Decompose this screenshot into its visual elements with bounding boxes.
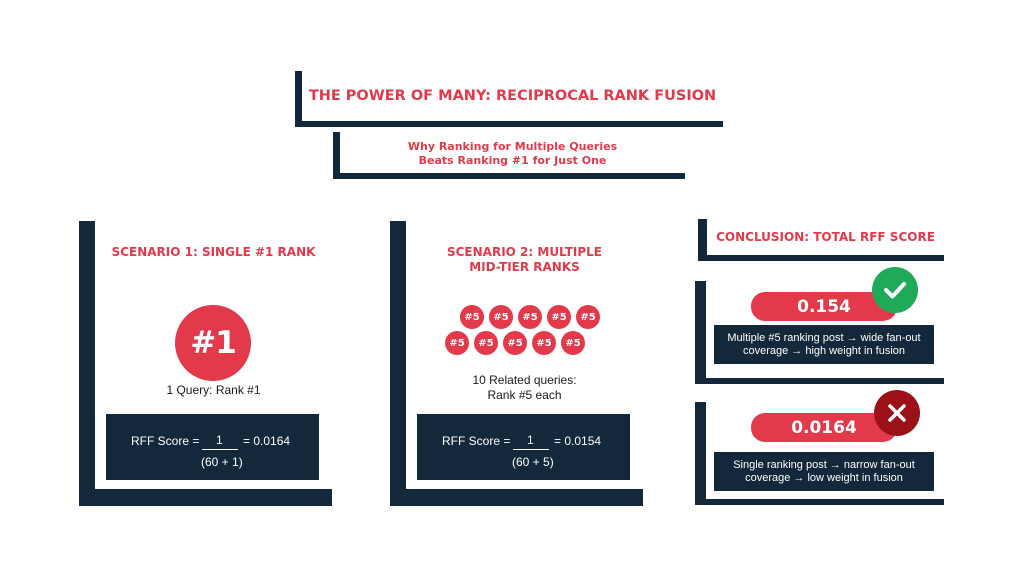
rank-5-badge: #5 [489,305,513,329]
formula-numerator: 1 [527,433,534,447]
formula-denominator: (60 + 1) [201,455,243,469]
rank-5-badge: #5 [518,305,542,329]
subtitle-banner: Why Ranking for Multiple Queries Beats R… [333,132,685,180]
page-title: THE POWER OF MANY: RECIPROCAL RANK FUSIO… [308,88,717,104]
rank-5-badge: #5 [445,331,469,355]
formula-label: RFF Score = [131,434,200,448]
winner-desc-line-2: coverage → high weight in fusion [742,344,906,357]
loser-desc-line-1: Single ranking post → narrow fan-out [733,458,915,471]
scenario-2-title-line-1: SCENARIO 2: MULTIPLE [446,245,603,259]
formula-result: = 0.0154 [554,434,602,448]
subtitle-line-1: Why Ranking for Multiple Queries [407,140,618,153]
scenario-2-card: SCENARIO 2: MULTIPLE MID-TIER RANKS #5 #… [390,221,643,506]
rank-5-badge: #5 [532,331,556,355]
title-banner: THE POWER OF MANY: RECIPROCAL RANK FUSIO… [295,71,723,129]
rank-5-badge: #5 [547,305,571,329]
formula-label: RFF Score = [442,434,511,448]
formula-denominator: (60 + 5) [512,455,554,469]
loser-desc-line-2: coverage → low weight in fusion [745,471,903,484]
winner-desc-line-1: Multiple #5 ranking post → wide fan-out [727,331,921,344]
rank-5-badge: #5 [474,331,498,355]
rank-5-badge: #5 [503,331,527,355]
rank-5-badge: #5 [576,305,600,329]
scenario-1-formula: RFF Score = 1 = 0.0164 (60 + 1) [106,414,319,480]
scenario-2-title-line-2: MID-TIER RANKS [469,260,580,274]
loser-score-pill: 0.0164 [751,413,897,442]
cross-icon [874,390,920,436]
rank-5-badge: #5 [460,305,484,329]
check-icon [872,267,918,313]
rank-1-badge: #1 [175,305,251,381]
scenario-2-caption-line-1: 10 Related queries: [472,373,577,387]
conclusion-title-card: CONCLUSION: TOTAL RFF SCORE [698,219,944,261]
loser-description: Single ranking post → narrow fan-out cov… [714,452,934,491]
scenario-1-caption: 1 Query: Rank #1 [166,383,261,397]
formula-result: = 0.0164 [243,434,291,448]
fraction-bar [513,449,549,450]
loser-card: 0.0164 Single ranking post → narrow fan-… [695,390,944,505]
formula-numerator: 1 [216,433,223,447]
conclusion-title: CONCLUSION: TOTAL RFF SCORE [716,230,935,244]
rank-5-badge: #5 [561,331,585,355]
scenario-1-card: SCENARIO 1: SINGLE #1 RANK #1 1 Query: R… [79,221,332,506]
winner-description: Multiple #5 ranking post → wide fan-out … [714,325,934,364]
scenario-2-caption-line-2: Rank #5 each [487,388,562,402]
scenario-1-title: SCENARIO 1: SINGLE #1 RANK [111,245,316,259]
subtitle-line-2: Beats Ranking #1 for Just One [418,154,607,167]
scenario-2-formula: RFF Score = 1 = 0.0154 (60 + 5) [417,414,630,480]
fraction-bar [202,449,238,450]
winner-card: 0.154 Multiple #5 ranking post → wide fa… [695,267,944,384]
